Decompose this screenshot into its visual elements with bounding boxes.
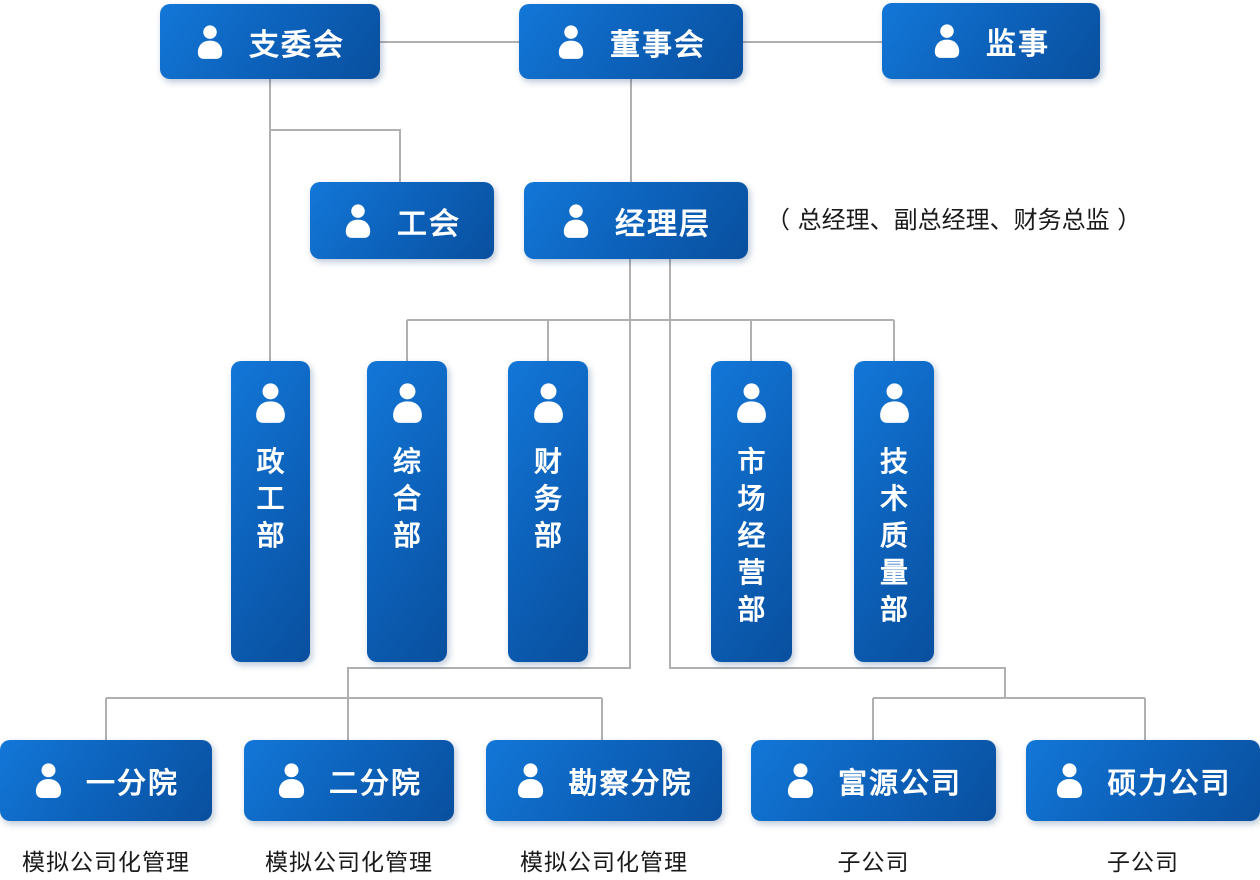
node-supervisor: 监事 [882, 3, 1100, 79]
connector-line [669, 259, 1006, 698]
person-icon [556, 24, 586, 60]
node-market-operations-dept: 市场经营部 [711, 361, 792, 662]
node-sublabel: 子公司 [837, 850, 910, 876]
node-label: 一分院 [85, 765, 179, 800]
node-label: 监事 [986, 27, 1050, 62]
node-general-dept: 综合部 [367, 361, 447, 662]
person-icon [33, 762, 64, 799]
node-label: 市场经营部 [737, 445, 766, 626]
node-label: 政工部 [256, 445, 285, 552]
node-second-branch: 二分院 [244, 740, 454, 821]
node-label: 硕力公司 [1107, 765, 1232, 800]
node-sublabel: 模拟公司化管理 [520, 850, 688, 876]
node-label: 董事会 [610, 27, 706, 63]
person-icon [530, 382, 567, 424]
node-first-branch: 一分院 [0, 740, 212, 821]
person-icon [195, 24, 225, 60]
node-survey-branch: 勘察分院 [486, 740, 722, 821]
node-board: 董事会 [519, 4, 743, 79]
node-sublabel: 模拟公司化管理 [22, 850, 190, 876]
node-fuyuan-company: 富源公司 [751, 740, 996, 821]
node-political-work-dept: 政工部 [231, 361, 310, 662]
person-icon [389, 382, 426, 424]
person-icon [733, 382, 770, 424]
node-label: 勘察分院 [568, 765, 693, 800]
node-label: 二分院 [328, 765, 422, 800]
person-icon [1054, 762, 1085, 799]
person-icon [252, 382, 289, 424]
node-label: 技术质量部 [879, 445, 908, 626]
node-management: 经理层 [524, 182, 748, 259]
person-icon [561, 203, 591, 239]
connector-line [270, 129, 401, 182]
person-icon [276, 762, 307, 799]
node-finance-dept: 财务部 [508, 361, 588, 662]
node-label: 经理层 [615, 206, 711, 242]
node-sublabel: 子公司 [1107, 850, 1179, 876]
node-label: 富源公司 [837, 765, 962, 800]
node-label: 支委会 [249, 27, 345, 63]
node-branch-committee: 支委会 [160, 4, 380, 79]
node-tech-quality-dept: 技术质量部 [854, 361, 934, 662]
connector-line [347, 259, 631, 698]
person-icon [932, 23, 962, 59]
person-icon [785, 762, 816, 799]
person-icon [876, 382, 913, 424]
management-note: （ 总经理、副总经理、财务总监 ） [766, 206, 1142, 234]
person-icon [343, 203, 373, 239]
node-shuoli-company: 硕力公司 [1026, 740, 1260, 821]
node-labor-union: 工会 [310, 182, 494, 259]
node-label: 工会 [397, 206, 461, 242]
node-label: 财务部 [533, 445, 562, 552]
person-icon [515, 762, 546, 799]
node-sublabel: 模拟公司化管理 [265, 850, 433, 876]
node-label: 综合部 [392, 445, 421, 552]
